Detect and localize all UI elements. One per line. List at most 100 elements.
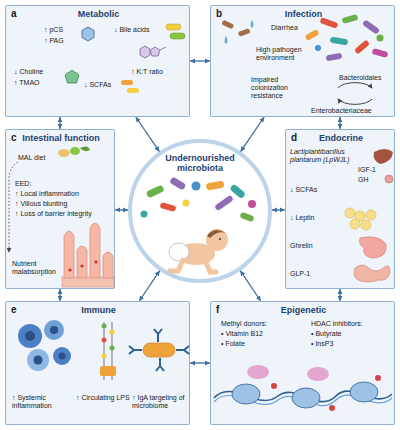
immune-cell-icons-part [27,349,49,371]
connector-arrow [272,209,285,210]
chromatin-illustration-part [307,367,329,381]
iga-bacterium-part [176,346,189,354]
food-icon-part [80,146,90,151]
chromatin-illustration-part [247,365,269,379]
organ-icons [345,149,393,282]
connector-arrow [190,60,210,61]
panel-text: ↓ Bile acids [114,26,169,34]
panel-text: ↑ Loss of barrier integrity [15,210,113,218]
exchange-arrows [338,83,372,105]
panel-text: ↑ K:T ratio [131,68,187,76]
bacteria-icons-part [320,17,339,29]
panel-letter: e [11,304,25,316]
dotted-arrow [9,162,18,252]
chromatin-illustration-part [214,395,392,406]
panel-text: ↓ SCFAs [84,81,126,89]
organ-icons-part [385,175,393,183]
lps-molecule-part [110,330,115,335]
panel-text: • Vitamin B12 [221,330,301,338]
baby-illustration-part [219,238,221,240]
bacteria-icons-part [238,28,251,37]
microbiota-icons-part [141,211,148,218]
chromatin-illustration-part [292,388,320,408]
connector-arrow [339,117,340,129]
chromatin-illustration-part [232,384,260,404]
metabolite-icons [65,24,185,93]
microbiota-icons [141,176,257,222]
food-icon [58,146,90,157]
villi-illustration [62,223,114,287]
microbiota-icons-part [248,200,256,208]
panel-text: ↑ PAG [44,37,84,45]
panel-text: Diarrhea [271,24,311,32]
lps-molecule-part [102,338,107,343]
panel-text: High pathogen environment [256,46,314,62]
connector-arrow [115,209,128,210]
villi-illustration-part [80,264,83,267]
panel-text: ↑ IgA targeting of microbiome [132,394,189,410]
iga-bacterium-part [143,343,175,357]
microbiota-icons-part [159,202,176,212]
panel-text: • Butyrate [311,330,391,338]
connector-arrow [59,117,60,129]
food-icon-part [58,149,70,157]
panel-letter: d [291,132,305,144]
panel-letter: f [216,304,230,316]
baby-illustration [169,229,228,272]
connector-arrow [136,117,160,152]
panel-text: GLP-1 [290,270,340,278]
lps-molecule-part [102,354,107,359]
organ-icons-part [355,211,365,221]
panel-heading: Epigenetic [211,305,396,315]
panel-heading: Intestinal function [6,133,116,143]
microbiota-icons-part [183,200,190,207]
panel-text: ↑ Circulating LPS [76,394,130,402]
baby-illustration-part [177,243,215,265]
immune-cell-icons-part [50,326,58,334]
metabolite-icons-part [170,33,185,39]
lps-molecule-part [110,346,115,351]
panel-text: ↑ Local inflammation [15,190,113,198]
microbiota-icons-part [214,195,234,211]
connector-arrow [339,289,340,301]
panel-box: dEndocrineLactiplantibacillus plantarum … [285,129,395,289]
immune-cell-icons-part [25,331,35,341]
species-name: Lactiplantibacillus plantarum (LpWJL) [290,148,356,164]
iga-bacterium-part [156,358,164,371]
panel-text: Methyl donors: [221,320,301,328]
panel-text: ↑ TMAO [14,79,64,87]
connector-arrow [59,289,60,301]
microbiota-icons-part [146,184,165,198]
lps-molecule-part [104,322,105,380]
microbiota-icons-part [192,182,201,191]
panel-text: Ghrelin [290,242,340,250]
baby-illustration-part [205,260,216,272]
panel-heading: Infection [211,9,396,19]
microbiota-icons-part [206,180,225,190]
microbiota-icons-part [229,184,246,200]
food-icon-part [70,147,80,155]
villi-illustration-part [94,260,97,263]
organ-icons-part [345,208,355,218]
connector-arrow [190,362,210,363]
panel-box: aMetabolic↑ pCS↑ PAG↓ Bile acids↓ Cholin… [5,5,190,117]
baby-illustration-part [207,230,226,238]
villi-illustration-part [62,277,114,287]
circle-shape [130,141,270,281]
bacteria-icons-part [330,36,349,45]
immune-cell-icons-part [59,353,66,360]
panel-text: GH [358,176,388,184]
villi-illustration-part [90,223,100,278]
baby-illustration-part [206,229,228,251]
panel-text: HDAC inhibitors: [311,320,391,328]
bacteria-icons [221,14,388,61]
bacteria-icons-part [251,20,254,28]
connector-arrow [241,117,265,152]
villi-illustration-part [103,252,113,278]
metabolite-icons-part [82,27,94,41]
lps-molecule-part [112,322,113,380]
villi-illustration-part [64,231,74,278]
